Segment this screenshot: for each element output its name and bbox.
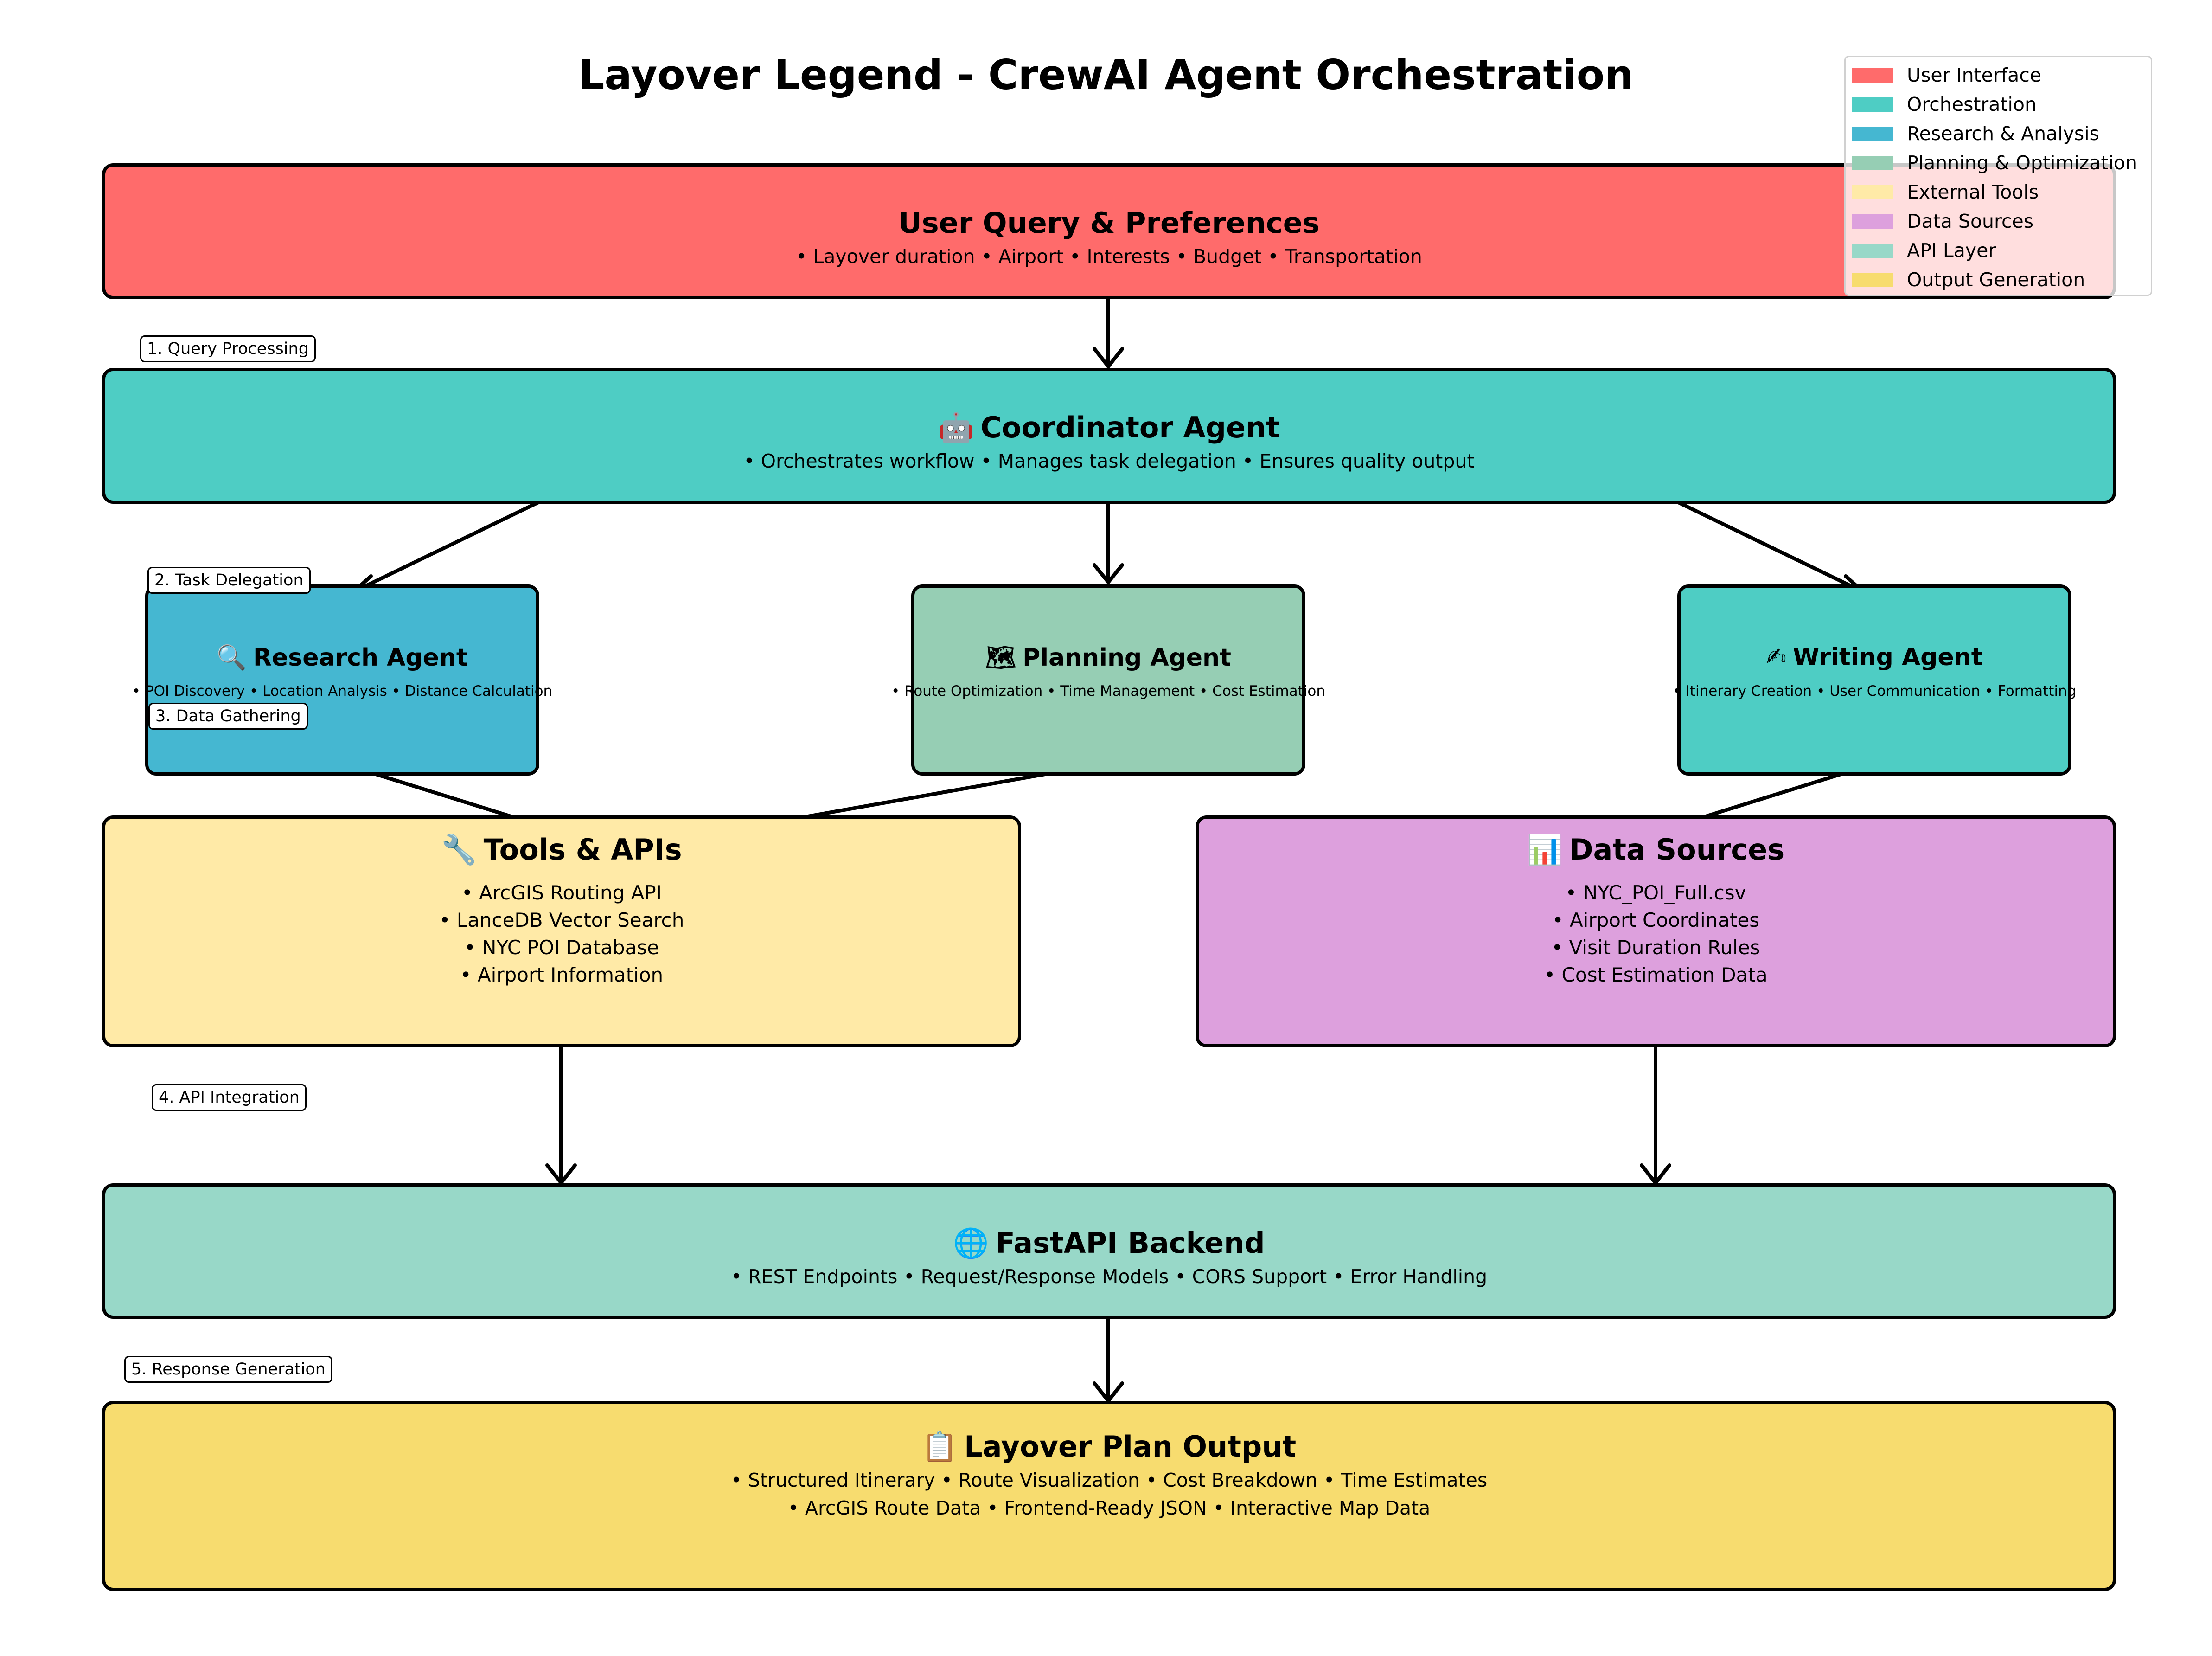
step-label-response-generation: 5. Response Generation <box>124 1356 332 1383</box>
diagram-title: Layover Legend - CrewAI Agent Orchestrat… <box>578 51 1634 99</box>
legend-label: External Tools <box>1907 181 2039 203</box>
list-item: • Visit Duration Rules <box>1551 936 1760 959</box>
magnifier-icon: 🔍 <box>217 644 247 672</box>
planning-agent-box: 🗺Planning Agent • Route Optimization • T… <box>891 584 1325 776</box>
legend-swatch <box>1852 156 1893 170</box>
wrench-icon: 🔧 <box>441 833 477 867</box>
planning-subtitle: • Route Optimization • Time Management •… <box>891 683 1326 700</box>
legend-item-data-sources: Data Sources <box>1846 209 2151 238</box>
map-icon: 🗺 <box>985 644 1016 672</box>
list-item: • Cost Estimation Data <box>1544 963 1768 986</box>
list-item: • Airport Coordinates <box>1552 909 1760 931</box>
writing-agent-box: ✍Writing Agent • Itinerary Creation • Us… <box>1673 584 2076 776</box>
tools-apis-box: 🔧Tools & APIs • ArcGIS Routing API • Lan… <box>102 815 1021 1047</box>
legend-label: API Layer <box>1907 239 1996 262</box>
chart-icon: 📊 <box>1527 833 1563 867</box>
output-line-1: • Structured Itinerary • Route Visualiza… <box>730 1469 1488 1491</box>
legend: User Interface Orchestration Research & … <box>1844 56 2152 296</box>
arrow-coordinator-to-research <box>352 494 554 594</box>
step-label-query-processing: 1. Query Processing <box>140 335 316 362</box>
coordinator-subtitle: • Orchestrates workflow • Manages task d… <box>743 450 1475 472</box>
legend-swatch <box>1852 244 1893 258</box>
research-agent-box: 🔍Research Agent • POI Discovery • Locati… <box>132 584 552 776</box>
data-sources-box: 📊Data Sources • NYC_POI_Full.csv • Airpo… <box>1196 815 2116 1047</box>
legend-item-external-tools: External Tools <box>1846 180 2151 209</box>
legend-swatch <box>1852 68 1893 83</box>
output-line-2: • ArcGIS Route Data • Frontend-Ready JSO… <box>787 1497 1431 1519</box>
fastapi-subtitle: • REST Endpoints • Request/Response Mode… <box>730 1265 1488 1288</box>
legend-item-output-generation: Output Generation <box>1846 268 2151 297</box>
coordinator-title: Coordinator Agent <box>980 411 1280 444</box>
globe-icon: 🌐 <box>953 1226 989 1260</box>
legend-item-orchestration: Orchestration <box>1846 92 2151 122</box>
step-label-data-gathering: 3. Data Gathering <box>148 703 308 730</box>
step-label-task-delegation: 2. Task Delegation <box>147 567 311 594</box>
user-query-subtitle: • Layover duration • Airport • Interests… <box>796 245 1422 268</box>
research-subtitle: • POI Discovery • Location Analysis • Di… <box>132 683 553 700</box>
writing-title: Writing Agent <box>1793 643 1983 671</box>
coordinator-agent-box: 🤖Coordinator Agent • Orchestrates workfl… <box>102 368 2116 504</box>
data-sources-title: Data Sources <box>1569 833 1785 867</box>
legend-swatch <box>1852 273 1893 287</box>
legend-swatch <box>1852 127 1893 141</box>
list-item: • Airport Information <box>460 963 664 986</box>
tools-list: • ArcGIS Routing API • LanceDB Vector Se… <box>105 879 1018 988</box>
fastapi-title: FastAPI Backend <box>995 1226 1265 1260</box>
legend-label: Planning & Optimization <box>1907 152 2137 174</box>
step-label-api-integration: 4. API Integration <box>152 1084 307 1111</box>
list-item: • ArcGIS Routing API <box>461 881 662 904</box>
legend-swatch <box>1852 97 1893 112</box>
legend-item-user-interface: User Interface <box>1846 63 2151 92</box>
layover-plan-output-box: 📋Layover Plan Output • Structured Itiner… <box>102 1401 2116 1591</box>
list-item: • LanceDB Vector Search <box>439 909 684 931</box>
output-title: Layover Plan Output <box>964 1430 1297 1463</box>
legend-item-research-analysis: Research & Analysis <box>1846 122 2151 151</box>
legend-item-planning-optimization: Planning & Optimization <box>1846 151 2151 180</box>
writing-hand-icon: ✍ <box>1766 643 1786 671</box>
list-item: • NYC_POI_Full.csv <box>1565 881 1746 904</box>
clipboard-icon: 📋 <box>921 1430 958 1463</box>
fastapi-backend-box: 🌐FastAPI Backend • REST Endpoints • Requ… <box>102 1183 2116 1319</box>
legend-label: Orchestration <box>1907 93 2037 116</box>
data-sources-list: • NYC_POI_Full.csv • Airport Coordinates… <box>1199 879 2113 988</box>
legend-item-api-layer: API Layer <box>1846 238 2151 268</box>
legend-label: Data Sources <box>1907 210 2034 232</box>
tools-title: Tools & APIs <box>483 833 682 867</box>
legend-label: Output Generation <box>1907 269 2085 291</box>
research-title: Research Agent <box>253 644 468 672</box>
user-query-title: User Query & Preferences <box>898 206 1320 240</box>
arrow-coordinator-to-writing <box>1663 494 1864 594</box>
robot-icon: 🤖 <box>938 411 974 444</box>
planning-title: Planning Agent <box>1023 644 1231 672</box>
writing-subtitle: • Itinerary Creation • User Communicatio… <box>1672 683 2077 700</box>
list-item: • NYC POI Database <box>464 936 659 959</box>
legend-label: User Interface <box>1907 64 2042 86</box>
user-query-box: User Query & Preferences • Layover durat… <box>102 163 2116 299</box>
legend-swatch <box>1852 185 1893 199</box>
legend-label: Research & Analysis <box>1907 122 2100 145</box>
legend-swatch <box>1852 214 1893 229</box>
